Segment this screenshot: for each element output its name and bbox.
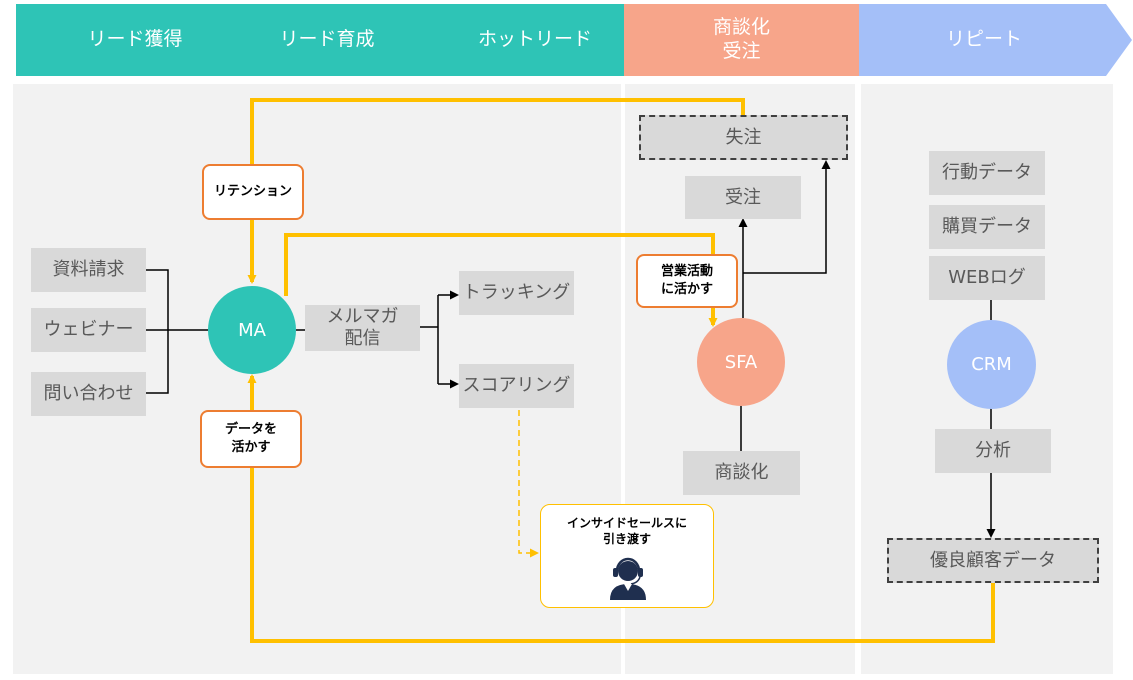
stage-lead-acquisition: リード獲得 xyxy=(87,28,183,51)
stage-band-salmon xyxy=(624,4,859,76)
crm-node: CRM xyxy=(947,320,1036,409)
lost-deal-box: 失注 xyxy=(639,115,848,160)
inside-sales-label: インサイドセールスに 引き渡す xyxy=(566,516,687,547)
source-webinar: ウェビナー xyxy=(31,308,146,352)
analysis-box: 分析 xyxy=(935,429,1051,473)
behavior-data-box: 行動データ xyxy=(929,151,1045,195)
stage-band-teal xyxy=(16,4,624,76)
scoring-box: スコアリング xyxy=(459,364,574,408)
inside-sales-handoff-line xyxy=(518,410,539,558)
stage-band-blue-arrow xyxy=(859,4,1132,76)
headset-operator-icon xyxy=(610,557,646,600)
retention-label: リテンション xyxy=(202,164,304,220)
stage-hot-lead: ホットリード xyxy=(477,28,592,51)
stage-negotiation: 商談化 受注 xyxy=(712,16,770,62)
newsletter-box: メルマガ 配信 xyxy=(305,305,420,351)
ma-node: MA xyxy=(208,286,296,374)
source-bracket-line xyxy=(146,269,169,394)
tracking-box: トラッキング xyxy=(459,271,574,315)
data-usage-loop-line xyxy=(247,374,995,643)
inside-sales-card: インサイドセールスに 引き渡す xyxy=(540,504,714,608)
won-deal-box: 受注 xyxy=(685,176,801,219)
sfa-node: SFA xyxy=(697,318,785,406)
source-inquiry: 問い合わせ xyxy=(31,372,146,416)
source-document-request: 資料請求 xyxy=(31,248,146,292)
sfa-to-lost-arrow xyxy=(743,160,831,274)
purchase-data-box: 購買データ xyxy=(929,205,1045,249)
use-sales-label: 営業活動 に活かす xyxy=(636,254,738,308)
stage-lead-nurturing: リード育成 xyxy=(279,28,375,51)
web-log-box: WEBログ xyxy=(929,256,1045,300)
stage-repeat: リピート xyxy=(945,28,1022,51)
use-data-label: データを 活かす xyxy=(200,410,302,468)
negotiation-box: 商談化 xyxy=(683,451,800,495)
premium-customer-data-box: 優良顧客データ xyxy=(887,538,1099,583)
